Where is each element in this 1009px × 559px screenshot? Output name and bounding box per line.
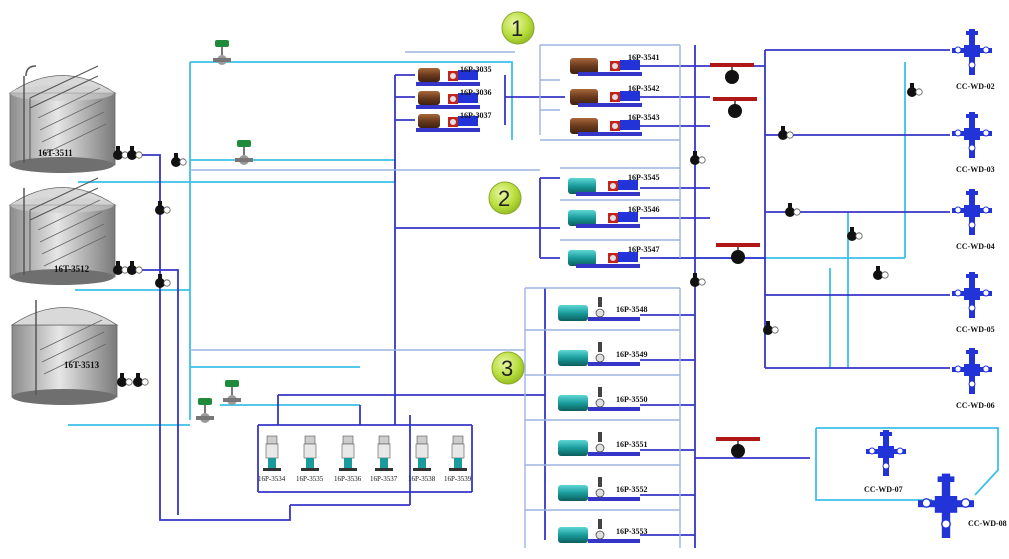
pump-16P-3035[interactable]: 16P-3035 (416, 65, 492, 86)
pump-16P-3037[interactable]: 16P-3037 (416, 111, 492, 132)
tank-3511-outlet-valve-2-icon[interactable] (126, 145, 143, 161)
header-valve-1-icon[interactable] (170, 152, 187, 168)
pump-16P-3551[interactable]: 16P-3551 (558, 432, 648, 456)
pump-label: 16P-3535 (296, 475, 324, 483)
pump-label: 16P-3537 (370, 475, 398, 483)
pump-label: 16P-3549 (616, 350, 648, 359)
piping-pale (190, 44, 681, 548)
red-valve-4-icon[interactable] (716, 437, 760, 458)
pump-label: 16P-3539 (444, 475, 472, 483)
wellhead-CC-WD-05[interactable]: CC-WD-05 (951, 271, 995, 334)
tank-16T-3512[interactable]: 16T-3512 (8, 177, 117, 285)
pump-16P-3548[interactable]: 16P-3548 (558, 297, 648, 321)
marker-3: 3 (491, 351, 525, 385)
tank-3512-outlet-valve-2-icon[interactable] (126, 260, 143, 276)
tank-label: 16T-3512 (54, 264, 90, 274)
pump-label: 16P-3037 (460, 111, 492, 120)
control-valve-1-icon[interactable] (213, 40, 231, 65)
pump-16P-3546[interactable]: 16P-3546 (568, 205, 660, 228)
pump-label: 16P-3548 (616, 305, 648, 314)
pump-16P-3552[interactable]: 16P-3552 (558, 477, 648, 501)
header-valve-2-icon[interactable] (154, 200, 171, 216)
pump-group-3: 16P-3548 16P-3549 16P-3550 16P-3551 (558, 297, 648, 543)
wellhead-label: CC-WD-08 (968, 519, 1007, 528)
pump-16P-3036[interactable]: 16P-3036 (416, 88, 492, 109)
red-valve-3-icon[interactable] (716, 243, 760, 264)
pump-label: 16P-3545 (628, 173, 660, 182)
pump-16P-3541[interactable]: 16P-3541 (570, 53, 660, 76)
wd-04-valve-2-icon[interactable] (846, 226, 863, 242)
wd-05-valve-icon[interactable] (872, 265, 889, 281)
wellhead-label: CC-WD-03 (956, 165, 995, 174)
tank-label: 16T-3511 (38, 148, 73, 158)
pump-label: 16P-3541 (628, 53, 660, 62)
pump-group-2: 16P-3545 16P-3546 16P-3547 (568, 173, 660, 268)
header-valve-5-icon[interactable] (689, 272, 706, 288)
vertical-pump-group: 16P-3534 16P-3535 16P-3536 16P-3537 16P-… (258, 435, 472, 483)
piping-dark (140, 45, 950, 548)
header-valve-3-icon[interactable] (154, 273, 171, 289)
red-valve-1-icon[interactable] (710, 63, 754, 84)
control-valve-2-icon[interactable] (235, 140, 253, 165)
wd-02-valve-icon[interactable] (906, 82, 923, 98)
pump-label: 16P-3550 (616, 395, 648, 404)
pump-label: 16P-3552 (616, 485, 648, 494)
pump-label: 16P-3035 (460, 65, 492, 74)
pump-16P-3553[interactable]: 16P-3553 (558, 519, 648, 543)
pump-16P-3550[interactable]: 16P-3550 (558, 387, 648, 411)
vertical-pump-16P-3536[interactable]: 16P-3536 (334, 435, 362, 483)
pump-group-a: 16P-3035 16P-3036 16P-3037 (416, 65, 492, 132)
tank-label: 16T-3513 (64, 360, 100, 370)
pump-label: 16P-3536 (334, 475, 362, 483)
wellhead-CC-WD-04[interactable]: CC-WD-04 (951, 188, 995, 251)
piping-light (68, 61, 999, 501)
wellhead-label: CC-WD-06 (956, 401, 995, 410)
pump-label: 16P-3543 (628, 113, 660, 122)
pump-label: 16P-3551 (616, 440, 648, 449)
wellhead-CC-WD-06[interactable]: CC-WD-06 (951, 347, 995, 410)
tank-3513-outlet-valve-2-icon[interactable] (132, 372, 149, 388)
tank-16T-3511[interactable]: 16T-3511 (8, 65, 117, 173)
pump-16P-3542[interactable]: 16P-3542 (570, 84, 660, 107)
marker-1: 1 (501, 11, 535, 45)
vertical-pump-16P-3535[interactable]: 16P-3535 (296, 435, 324, 483)
red-valve-2-icon[interactable] (713, 97, 757, 118)
vertical-pump-16P-3534[interactable]: 16P-3534 (258, 435, 286, 483)
pump-group-1: 16P-3541 16P-3542 16P-3543 (570, 53, 660, 136)
pump-label: 16P-3534 (258, 475, 286, 483)
marker-number: 1 (511, 16, 523, 41)
wellhead-CC-WD-03[interactable]: CC-WD-03 (951, 111, 995, 174)
pump-label: 16P-3036 (460, 88, 492, 97)
pump-label: 16P-3542 (628, 84, 660, 93)
pump-label: 16P-3553 (616, 527, 648, 536)
pump-16P-3549[interactable]: 16P-3549 (558, 342, 648, 366)
pump-16P-3547[interactable]: 16P-3547 (568, 245, 660, 268)
pump-label: 16P-3547 (628, 245, 660, 254)
tank-3513-outlet-valve-icon[interactable] (116, 372, 133, 388)
wd-04-valve-icon[interactable] (784, 202, 801, 218)
pump-label: 16P-3546 (628, 205, 660, 214)
vertical-pump-16P-3537[interactable]: 16P-3537 (370, 435, 398, 483)
tank-16T-3513[interactable]: 16T-3513 (10, 300, 119, 405)
wd-03-valve-icon[interactable] (777, 125, 794, 141)
vertical-pump-16P-3538[interactable]: 16P-3538 (408, 435, 436, 483)
pump-16P-3545[interactable]: 16P-3545 (568, 173, 660, 196)
header-valve-4-icon[interactable] (689, 150, 706, 166)
marker-number: 3 (501, 356, 513, 381)
pump-16P-3543[interactable]: 16P-3543 (570, 113, 660, 136)
wellhead-label: CC-WD-07 (864, 485, 903, 494)
wellhead-label: CC-WD-02 (956, 82, 995, 91)
vertical-pump-16P-3539[interactable]: 16P-3539 (444, 435, 472, 483)
wellhead-label: CC-WD-05 (956, 325, 995, 334)
wellhead-CC-WD-07[interactable]: CC-WD-07 (864, 429, 907, 494)
wellhead-label: CC-WD-04 (956, 242, 995, 251)
pump-label: 16P-3538 (408, 475, 436, 483)
wellhead-CC-WD-08[interactable]: CC-WD-08 (917, 472, 1007, 539)
marker-number: 2 (498, 186, 510, 211)
control-valve-3-icon[interactable] (223, 380, 241, 405)
control-valve-4-icon[interactable] (196, 398, 214, 423)
marker-2: 2 (488, 181, 522, 215)
wellhead-CC-WD-02[interactable]: CC-WD-02 (951, 28, 995, 91)
